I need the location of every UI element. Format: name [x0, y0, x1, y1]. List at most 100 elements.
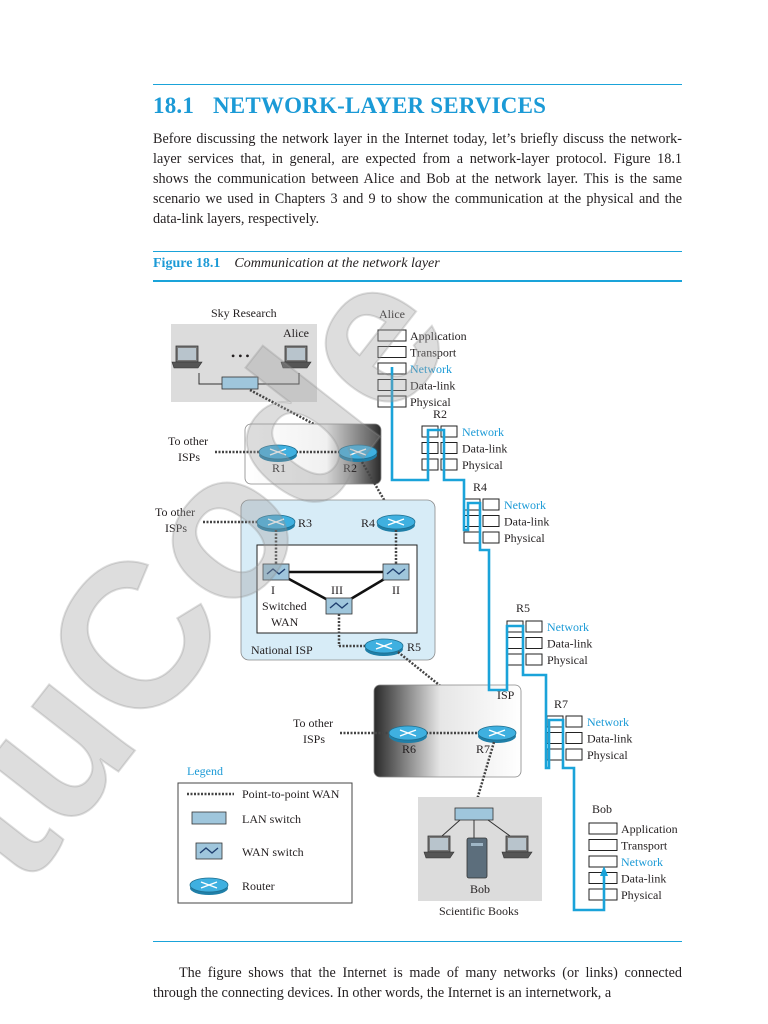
regional-isp	[373, 684, 522, 778]
router-r3-label: R3	[298, 516, 312, 530]
router-icon	[477, 725, 517, 744]
stack-layer-box	[440, 458, 458, 471]
figure-caption: Figure 18.1 Communication at the network …	[153, 256, 440, 272]
stack-layer-box	[525, 620, 543, 633]
stack-layer-box	[463, 498, 481, 511]
laptop-icon	[280, 345, 312, 369]
stack-bob-layer-transport: Transport	[621, 839, 668, 853]
to-other-isps-label: To other	[155, 505, 195, 519]
router-r5-label: R5	[407, 640, 421, 654]
stack-alice-layer-data-link: Data-link	[410, 379, 455, 393]
stack-alice-layer-application: Application	[410, 329, 467, 343]
stack-r5-name: R5	[516, 601, 530, 615]
stack-alice-layer-transport: Transport	[410, 346, 457, 360]
scientific-books-label: Scientific Books	[439, 904, 519, 918]
network-layer-figure: Sky Research Alice • • • To other ISPs R…	[155, 306, 678, 918]
stack-bob-layer-data-link: Data-link	[621, 872, 666, 886]
stack-r4-layer-network: Network	[504, 498, 546, 512]
bob-host-label: Bob	[470, 882, 490, 896]
server-icon	[466, 837, 488, 879]
stack-layer-box	[482, 515, 500, 527]
stack-layer-box	[482, 498, 500, 511]
stack-r7-layer-data-link: Data-link	[587, 732, 632, 746]
wan-switch-icon	[382, 563, 410, 581]
stack-layer-box	[588, 822, 618, 835]
switched-wan-label: WAN	[271, 615, 299, 629]
wan-switch-i-label: I	[271, 583, 275, 597]
laptop-icon	[501, 835, 533, 859]
national-isp-label: National ISP	[251, 643, 313, 657]
sky-research-label: Sky Research	[211, 306, 277, 320]
stack-layer-box	[440, 442, 458, 454]
stack-layer-box	[525, 653, 543, 666]
router-r7-label: R7	[476, 742, 490, 756]
stack-r5-layer-physical: Physical	[547, 653, 588, 667]
router-icon	[364, 638, 404, 657]
lan-switch-icon	[191, 811, 227, 825]
switched-wan	[256, 544, 418, 634]
stack-layer-box	[565, 748, 583, 761]
stack-layer-box	[565, 715, 583, 728]
intro-paragraph: Before discussing the network layer in t…	[153, 131, 682, 227]
stack-layer-box	[463, 515, 481, 527]
wan-switch-icon	[195, 842, 223, 860]
stack-r7-layer-physical: Physical	[587, 748, 628, 762]
r1-r2-network	[244, 423, 382, 485]
stack-layer-box	[525, 637, 543, 649]
stack-r2-layer-physical: Physical	[462, 458, 503, 472]
stack-r4-layer-data-link: Data-link	[504, 515, 549, 529]
stack-layer-box	[377, 329, 407, 342]
communication-path	[390, 367, 606, 912]
router-r4-label: R4	[361, 516, 375, 530]
stack-layer-box	[506, 637, 524, 649]
figure-caption-text: Communication at the network layer	[234, 256, 440, 271]
legend-lan-switch: LAN switch	[242, 812, 301, 826]
lan-switch-icon	[221, 376, 259, 390]
stack-bob-layer-physical: Physical	[621, 888, 662, 902]
stack-alice-name: Alice	[379, 307, 405, 321]
stack-alice-layer-network: Network	[410, 362, 452, 376]
stack-alice-layer-physical: Physical	[410, 395, 451, 409]
figure-label: Figure 18.1	[153, 256, 221, 271]
stack-bob-layer-application: Application	[621, 822, 678, 836]
stack-r2-layer-network: Network	[462, 425, 504, 439]
figure-caption-rule	[153, 280, 682, 282]
top-rule	[153, 84, 682, 85]
to-other-isps-label: ISPs	[303, 732, 325, 746]
stack-r7-name: R7	[554, 697, 568, 711]
wan-switch-icon	[262, 563, 290, 581]
router-r1-label: R1	[272, 461, 286, 475]
stack-layer-box	[482, 531, 500, 544]
stack-layer-box	[421, 442, 439, 454]
path-arrowhead	[600, 866, 608, 876]
stack-r7-layer-network: Network	[587, 715, 629, 729]
to-other-isps-label: To other	[168, 434, 208, 448]
stack-layer-box	[421, 458, 439, 471]
stack-layer-box	[440, 425, 458, 438]
figure-top-rule	[153, 251, 682, 252]
router-r6-label: R6	[402, 742, 416, 756]
stack-r2-name: R2	[433, 407, 447, 421]
stack-layer-box	[377, 346, 407, 358]
router-icon	[258, 444, 298, 463]
closing-paragraph: The figure shows that the Internet is ma…	[153, 965, 682, 1001]
stack-bob-layer-network: Network	[621, 855, 663, 869]
router-icon	[338, 444, 378, 463]
to-other-isps-label: To other	[293, 716, 333, 730]
laptop-icon	[423, 835, 455, 859]
isp-label: ISP	[497, 688, 515, 702]
stack-r2-layer-data-link: Data-link	[462, 442, 507, 456]
stack-r5-layer-data-link: Data-link	[547, 637, 592, 651]
wan-switch-ii-label: II	[392, 583, 400, 597]
section-title: NETWORK-LAYER SERVICES	[213, 93, 547, 118]
stack-bob-name: Bob	[592, 802, 612, 816]
legend-router: Router	[242, 879, 275, 893]
lan-switch-icon	[454, 807, 494, 821]
wan-switch-iii-label: III	[331, 583, 343, 597]
router-icon	[256, 514, 296, 533]
laptop-icon	[171, 345, 203, 369]
to-other-isps-label: ISPs	[165, 521, 187, 535]
legend-p2p: Point-to-point WAN	[242, 787, 340, 801]
to-other-isps-label: ISPs	[178, 450, 200, 464]
